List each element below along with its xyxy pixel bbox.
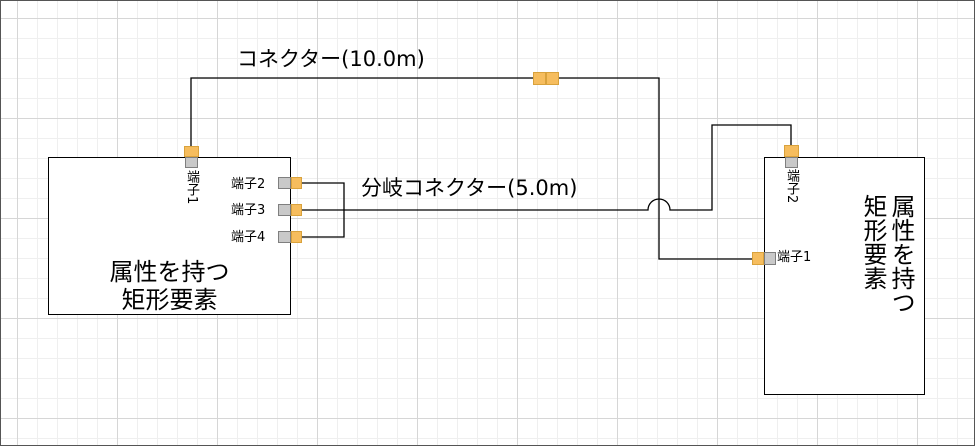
right-terminal-2-stub[interactable] <box>785 157 798 168</box>
left-terminal-4-port[interactable] <box>291 231 302 243</box>
right-terminal-2-port[interactable] <box>784 145 799 157</box>
connector-main-label: コネクター(10.0m) <box>237 47 425 71</box>
left-terminal-2-label: 端子2 <box>231 177 266 192</box>
connector-branch-label: 分岐コネクター(5.0m) <box>361 176 578 200</box>
left-terminal-4-label: 端子4 <box>231 230 266 245</box>
left-terminal-3-label: 端子3 <box>231 203 266 218</box>
branch-wire-to-right[interactable] <box>344 124 792 211</box>
left-terminal-2-port[interactable] <box>291 177 302 189</box>
connector-main-midpoint-left[interactable] <box>533 72 546 85</box>
left-terminal-2-stub[interactable] <box>278 177 291 189</box>
rect-element-left-title: 属性を持つ 矩形要素 <box>109 258 230 314</box>
connector-main-midpoint-right[interactable] <box>546 72 559 85</box>
rect-element-right-title: 属性を持つ 矩形要素 <box>859 194 915 314</box>
left-terminal-4-stub[interactable] <box>278 231 291 243</box>
right-terminal-2-label: 端子2 <box>784 169 799 204</box>
left-terminal-3-port[interactable] <box>291 204 302 216</box>
left-terminal-1-port[interactable] <box>184 146 199 157</box>
connector-main-wire[interactable] <box>190 77 753 260</box>
rect-element-left[interactable]: 属性を持つ 矩形要素 <box>48 157 291 315</box>
right-terminal-1-label: 端子1 <box>777 250 812 265</box>
rect-element-right[interactable]: 属性を持つ 矩形要素 <box>764 157 925 395</box>
right-terminal-1-port[interactable] <box>752 252 764 265</box>
left-terminal-3-stub[interactable] <box>278 204 291 216</box>
left-terminal-1-stub[interactable] <box>185 157 198 168</box>
left-terminal-1-label: 端子1 <box>184 170 199 205</box>
right-terminal-1-stub[interactable] <box>764 252 776 265</box>
